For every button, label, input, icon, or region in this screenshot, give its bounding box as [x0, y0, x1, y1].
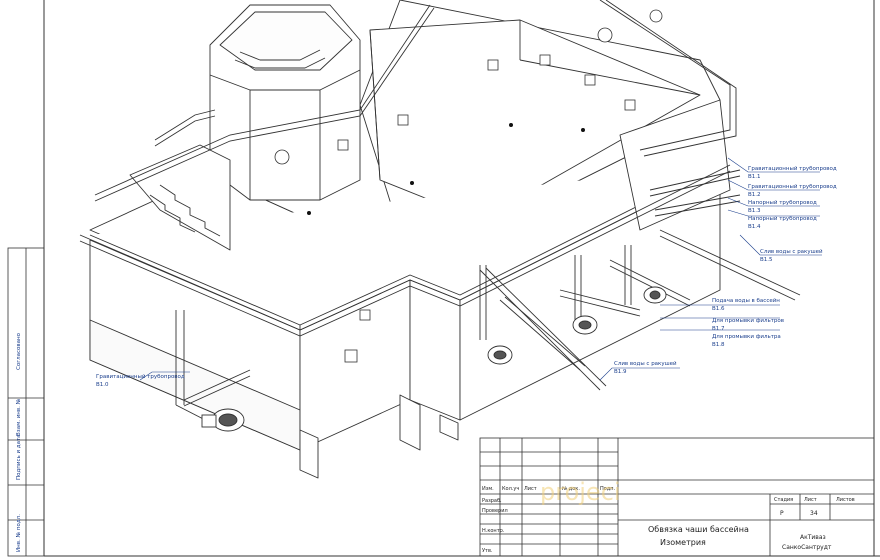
- callout-label: Напорный трубопровод: [748, 199, 817, 206]
- callout-label: Для промывки фильтра: [712, 334, 781, 340]
- callouts: Гравитационный трубопровод В1.1 Гравитац…: [96, 165, 837, 388]
- side-strip: [7, 247, 45, 557]
- pool-structure: [89, 0, 731, 479]
- callout-code: В1.6: [712, 306, 725, 312]
- title-block-text: Изм. Кол.уч Лист № док. Подп. Разраб. Пр…: [482, 486, 855, 554]
- stamp-stage: Р: [780, 510, 784, 517]
- callout-code: В1.3: [748, 208, 761, 214]
- stamp-list: Лист: [524, 486, 537, 492]
- callout-label: Подача воды в бассейн: [712, 297, 780, 304]
- pump-icon: [572, 315, 598, 335]
- stamp-sheet: 34: [810, 510, 818, 517]
- piping-network: [79, 0, 801, 426]
- side-strip-label-3: Инв. № подл.: [16, 514, 22, 552]
- stamp-kol: Кол.уч: [502, 486, 519, 492]
- pump-icon: [201, 408, 245, 432]
- side-strip-label-4: Согласовано: [16, 332, 22, 370]
- stamp-razrab: Разраб.: [482, 498, 502, 504]
- stamp-izm: Изм.: [482, 486, 494, 492]
- callout-code: В1.0: [96, 382, 109, 388]
- callout-label: Гравитационный трубопровод: [748, 165, 837, 172]
- callout-code: В1.2: [748, 192, 761, 198]
- stamp-podp: Подп.: [600, 486, 616, 492]
- nozzles: [274, 9, 663, 363]
- callout-code: В1.4: [748, 224, 761, 230]
- stamp-col-stage: Стадия: [774, 497, 793, 503]
- stamp-title-line2: Изометрия: [660, 538, 706, 547]
- callout-label: Гравитационный трубопровод: [748, 183, 837, 190]
- stamp-doc: № док.: [562, 486, 580, 492]
- stamp-col-sheets: Листов: [836, 497, 855, 503]
- callout-code: В1.8: [712, 342, 725, 348]
- callout-code: В1.1: [748, 174, 761, 180]
- pumps: [201, 286, 667, 432]
- stamp-col-sheet: Лист: [804, 497, 817, 503]
- callout-leaders: [139, 157, 822, 381]
- side-strip-label-2: Подпись и дата: [16, 434, 22, 480]
- stamp-prover: Проверил: [482, 508, 508, 514]
- stamp-utv: Утв.: [482, 548, 493, 554]
- callout-label: Слив воды с ракушей: [760, 248, 823, 255]
- title-block: [479, 437, 875, 557]
- stamp-org-line2: СанкоСантрудт: [782, 544, 832, 551]
- pump-icon: [487, 345, 513, 365]
- stamp-nkontr: Н.контр.: [482, 528, 505, 534]
- callout-label: Гравитационный трубопровод: [96, 373, 185, 380]
- callout-label: Напорный трубопровод: [748, 215, 817, 222]
- floor-drains: [307, 123, 585, 215]
- callout-label: Слив воды с ракушей: [614, 360, 677, 367]
- callout-code: В1.9: [614, 369, 627, 375]
- pump-icon: [643, 286, 667, 304]
- side-strip-label-1: Взам. инв. №: [16, 398, 22, 436]
- watermark: projeci: [540, 478, 621, 506]
- callout-label: Для промывки фильтров: [712, 318, 784, 324]
- stamp-title-line1: Обвязка чаши бассейна: [648, 525, 749, 534]
- callout-code: В1.5: [760, 257, 773, 263]
- callout-code: В1.7: [712, 326, 725, 332]
- stamp-org-line1: АкТиваз: [800, 534, 826, 541]
